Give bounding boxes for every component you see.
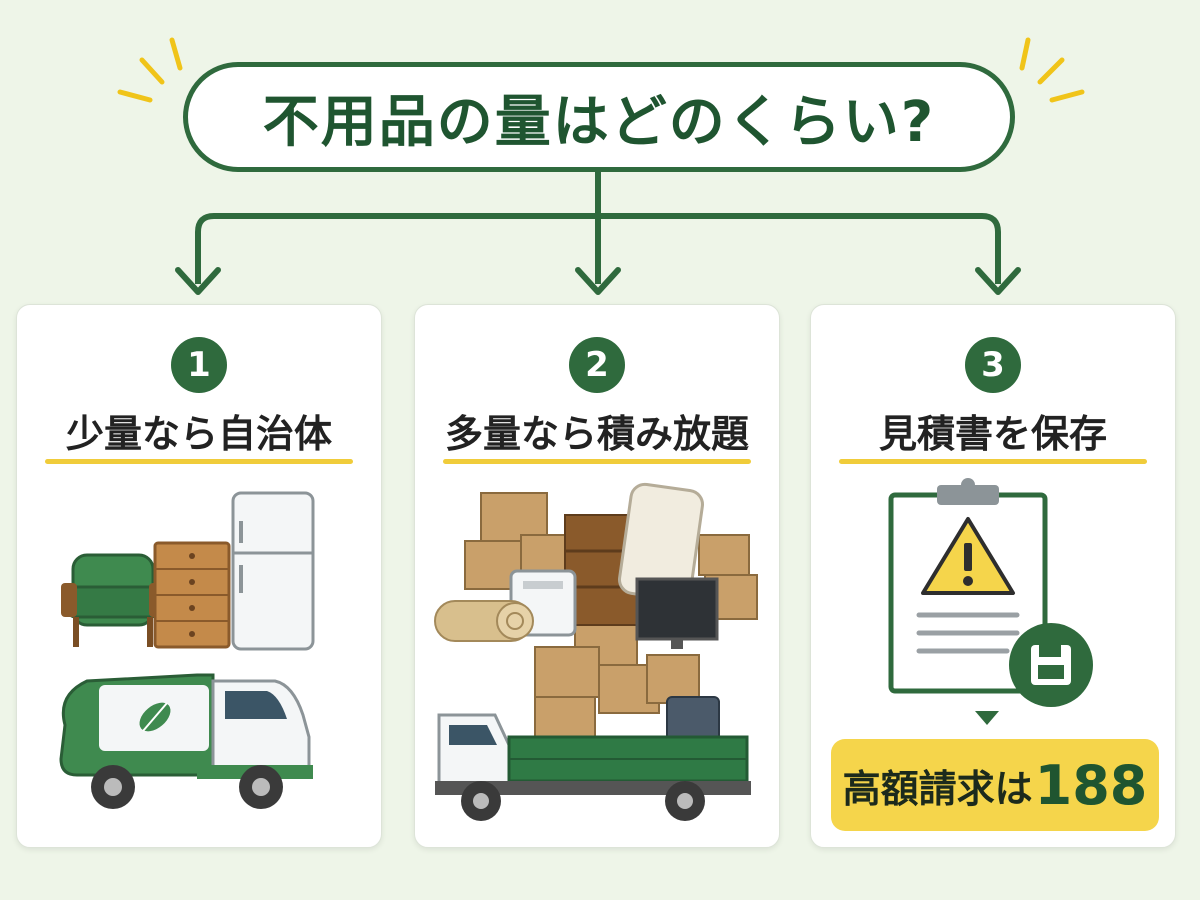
boxes-icon	[464, 492, 758, 738]
title-underline	[839, 459, 1147, 464]
page-title: 不用品の量はどのくらい?	[262, 89, 936, 155]
arrow-down-icon	[975, 711, 999, 725]
dresser-icon	[153, 541, 231, 649]
step-number-badge: 1	[171, 337, 227, 393]
large-items-illustration	[434, 482, 758, 821]
card-title: 多量なら積み放題	[444, 412, 749, 456]
title-underline	[443, 459, 751, 464]
leaf-icon	[139, 702, 171, 732]
step-number-badge: 3	[965, 337, 1021, 393]
step-number-badge: 2	[569, 337, 625, 393]
flatbed-truck-icon	[435, 713, 751, 821]
arrow-down-icon	[175, 267, 1021, 295]
estimate-illustration	[888, 478, 1093, 725]
warning-icon	[921, 517, 1015, 595]
title-underline	[45, 459, 353, 464]
sparkle-icon	[117, 37, 1085, 103]
callout-number: 188	[1034, 753, 1148, 817]
refrigerator-icon	[231, 491, 315, 651]
callout-text: 高額請求は	[842, 766, 1033, 811]
card-title: 少量なら自治体	[65, 412, 332, 456]
garbage-truck-icon	[59, 673, 313, 809]
card-large-amount: 2 多量なら積み放題	[414, 304, 780, 848]
card-small-amount: 1 少量なら自治体	[16, 304, 382, 848]
card-title: 見積書を保存	[878, 412, 1107, 456]
title-banner: 不用品の量はどのくらい?	[183, 62, 1015, 172]
save-icon	[1009, 623, 1093, 707]
rug-roll-icon	[434, 600, 534, 642]
tv-icon	[635, 577, 719, 649]
small-items-illustration	[59, 491, 315, 809]
armchair-icon	[61, 553, 165, 647]
